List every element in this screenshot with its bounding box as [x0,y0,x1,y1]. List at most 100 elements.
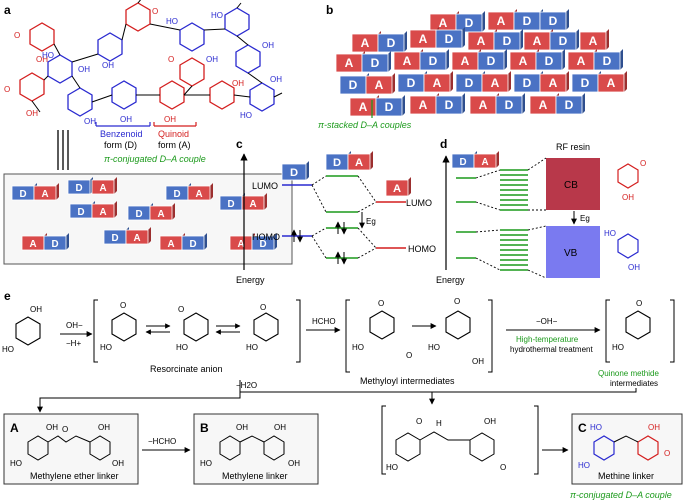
acceptor-tile: A [335,51,365,73]
acceptor-tile: A [467,29,497,51]
donor-tile: D [495,93,525,115]
homo-left-label: HOMO [252,232,280,242]
label-o-minus: O [120,301,126,310]
donor-tile: D [435,27,465,49]
box-methylene-ether [3,413,139,485]
label-ho: HO [386,463,398,472]
tile-letter: A [41,189,48,200]
acceptor-tile: A [241,193,267,211]
donor-tile: D [455,71,485,93]
tile-letter: D [173,189,180,200]
tile-letter: D [19,189,26,200]
tile-letter: A [393,183,401,195]
reagent-oh-minus: OH− [66,321,83,330]
box-b-label: Methylene linker [222,471,288,481]
benzenoid-form-label: form (D) [104,140,137,150]
tile-letter: A [519,54,528,68]
donor-tile: D [451,151,477,169]
label-ho: HO [604,229,616,238]
donor-tile: D [419,49,449,71]
acceptor-tile: A [349,95,379,117]
label-ho: HO [2,345,14,354]
label-oh: OH [30,305,42,314]
tile-letter: A [99,183,106,194]
label-oh: OH [270,75,282,84]
label-ho: HO [240,111,252,120]
label-ho: HO [211,11,223,20]
conduction-band [546,158,600,210]
label-ho: HO [10,459,22,468]
acceptor-tile: A [385,177,411,197]
lumo-right-label: LUMO [406,198,432,208]
tile-letter: A [497,14,506,28]
tile-letter: D [559,34,568,48]
donor-tile: D [477,49,507,71]
band-gap-label: Eg [580,214,590,223]
rf-resin-label: RF resin [556,142,590,152]
donor-tile: D [181,233,207,251]
acceptor-tile: A [409,27,439,49]
label-o: O [178,305,184,314]
energy-levels-d [456,157,547,279]
acceptor-tile: A [91,201,117,219]
donor-tile: D [361,51,391,73]
donor-tile: D [375,95,405,117]
donor-tile: D [593,49,623,71]
form-brackets: Benzenoid form (D) Quinoid form (A) π-co… [95,122,206,164]
donor-tile: D [493,29,523,51]
donor-tile: D [377,31,407,53]
panel-a: a [3,0,293,265]
label-oh: OH [484,417,496,426]
reagent-minus-hcho: −HCHO [148,437,176,446]
tile-letter: D [349,78,358,92]
tile-letter: A [195,189,202,200]
donor-tile: D [513,71,543,93]
label-o: O [4,85,10,94]
donor-tile: D [435,93,465,115]
tile-letter: D [445,32,454,46]
donor-tile: D [251,233,277,251]
acceptor-tile: A [481,71,511,93]
box-a-label: Methylene ether linker [30,471,119,481]
label-ho: HO [200,459,212,468]
label-oh: OH [274,423,286,432]
tile-letter: D [111,233,118,244]
label-o: O [500,463,506,472]
tile-letter: D [75,183,82,194]
functional-group-labels: O OH HO OH O OH O HO HO OH OH OH O OH OH… [4,7,282,126]
quinoid-ring [159,80,185,110]
label-ho: HO [176,343,188,352]
benzenoid-ring [224,7,250,37]
tile-letter: D [487,54,496,68]
quinoid-ring [125,2,151,32]
tile-letter: A [133,233,140,244]
tile-letter: D [503,34,512,48]
quinoid-ring [29,22,55,52]
tile-letter: A [359,100,368,114]
box-b-letter: B [200,421,209,435]
acceptor-tile: A [423,71,453,93]
quinoid-label: Quinoid [158,129,189,139]
label-o-minus: O [454,297,460,306]
quinoid-ring-small [617,163,639,189]
label-ho: HO [612,343,624,352]
label-oh: OH [102,61,114,70]
acceptor-tile: A [409,93,439,115]
label-oh: OH [26,109,38,118]
tile-letter: D [189,239,196,250]
label-oh: OH [46,423,58,432]
acceptor-tile: A [597,71,627,93]
quinone-methide-label: Quinone methide [598,369,659,378]
acceptor-tile: A [579,29,609,51]
tile-letter: A [157,209,164,220]
tile-letter: A [345,56,354,70]
tile-letter: A [375,78,384,92]
valence-band [546,226,600,278]
benzenoid-ring [97,32,123,62]
label-oh: OH [648,423,660,432]
label-o: O [62,425,68,434]
tile-letter: D [523,76,532,90]
methyloyl-label: Methyloyl intermediates [360,376,455,386]
tile-letter: D [465,76,474,90]
donor-tile: D [555,93,585,115]
